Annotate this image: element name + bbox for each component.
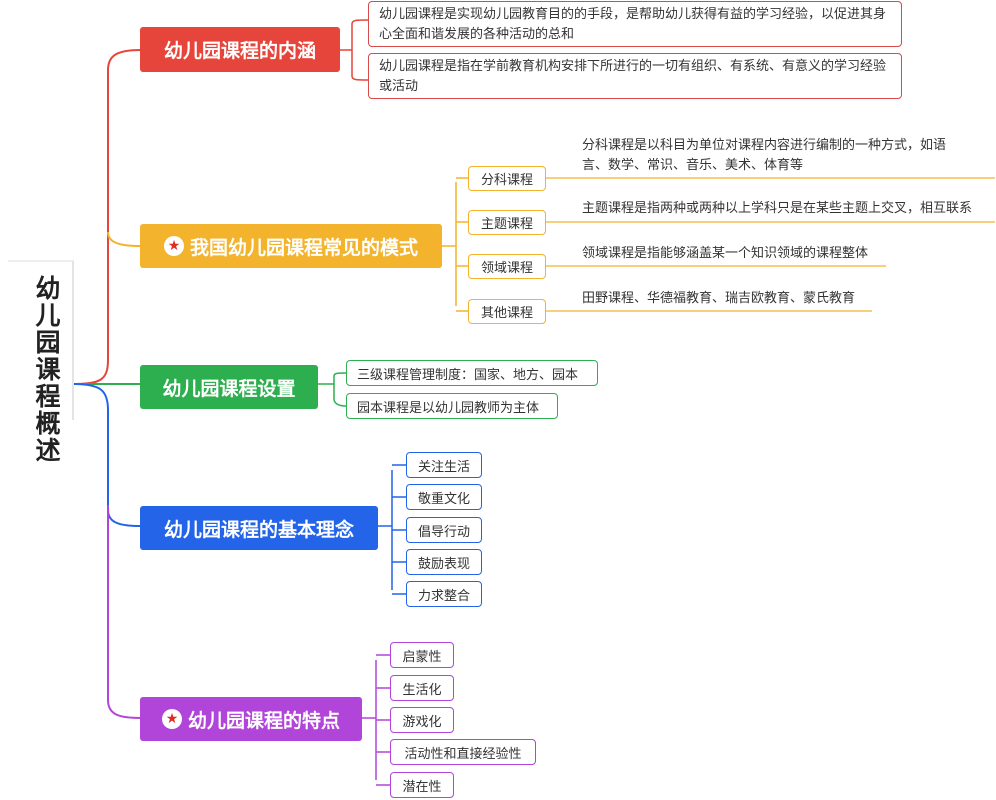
connotation-definition-2[interactable]: 幼儿园课程是指在学前教育机构安排下所进行的一切有组织、有系统、有意义的学习经验或…: [368, 53, 902, 99]
branch-curriculum-setting[interactable]: 幼儿园课程设置: [140, 365, 318, 409]
concept-item[interactable]: 关注生活: [406, 452, 482, 478]
characteristic-item[interactable]: 启蒙性: [390, 642, 454, 668]
branch-label: 我国幼儿园课程常见的模式: [189, 236, 418, 259]
setting-school-based-course[interactable]: 园本课程是以幼儿园教师为主体: [346, 393, 558, 419]
root-node-frame: [8, 260, 74, 420]
branch-common-models[interactable]: ★ 我国幼儿园课程常见的模式: [140, 224, 442, 268]
model-other-course[interactable]: 其他课程: [468, 299, 546, 324]
star-icon: ★: [161, 709, 182, 729]
branch-characteristics[interactable]: ★ 幼儿园课程的特点: [140, 697, 362, 741]
model-subject-course-detail: 分科课程是以科目为单位对课程内容进行编制的一种方式，如语言、数学、常识、音乐、美…: [582, 138, 947, 173]
model-subject-course[interactable]: 分科课程: [468, 166, 546, 191]
concept-item[interactable]: 敬重文化: [406, 484, 482, 510]
branch-connotation[interactable]: 幼儿园课程的内涵: [140, 27, 340, 72]
branch-label: 幼儿园课程的内涵: [163, 40, 316, 62]
branch-label: 幼儿园课程设置: [162, 377, 296, 400]
model-theme-course[interactable]: 主题课程: [468, 210, 546, 235]
concept-item[interactable]: 力求整合: [406, 581, 482, 607]
characteristic-item[interactable]: 游戏化: [390, 707, 454, 733]
branch-label: 幼儿园课程的基本理念: [163, 518, 354, 541]
model-theme-course-detail: 主题课程是指两种或两种以上学科只是在某些主题上交叉，相互联系: [582, 201, 973, 216]
characteristic-item[interactable]: 生活化: [390, 675, 454, 701]
concept-item[interactable]: 倡导行动: [406, 517, 482, 543]
model-domain-course[interactable]: 领域课程: [468, 254, 546, 279]
concept-item[interactable]: 鼓励表现: [406, 549, 482, 575]
branch-label: 幼儿园课程的特点: [187, 709, 340, 732]
model-domain-course-detail: 领域课程是指能够涵盖某一个知识领域的课程整体: [582, 246, 869, 261]
model-other-course-detail: 田野课程、华德福教育、瑞吉欧教育、蒙氏教育: [582, 291, 856, 306]
branch-basic-concepts[interactable]: 幼儿园课程的基本理念: [140, 506, 378, 550]
setting-three-level-management[interactable]: 三级课程管理制度：国家、地方、园本: [346, 360, 598, 386]
connotation-definition-1[interactable]: 幼儿园课程是实现幼儿园教育目的的手段，是帮助幼儿获得有益的学习经验，以促进其身心…: [368, 1, 902, 47]
root-node-title[interactable]: 幼儿园课程概述: [32, 275, 61, 464]
characteristic-item[interactable]: 潜在性: [390, 772, 454, 798]
characteristic-item[interactable]: 活动性和直接经验性: [390, 739, 536, 765]
star-icon: ★: [163, 236, 184, 256]
